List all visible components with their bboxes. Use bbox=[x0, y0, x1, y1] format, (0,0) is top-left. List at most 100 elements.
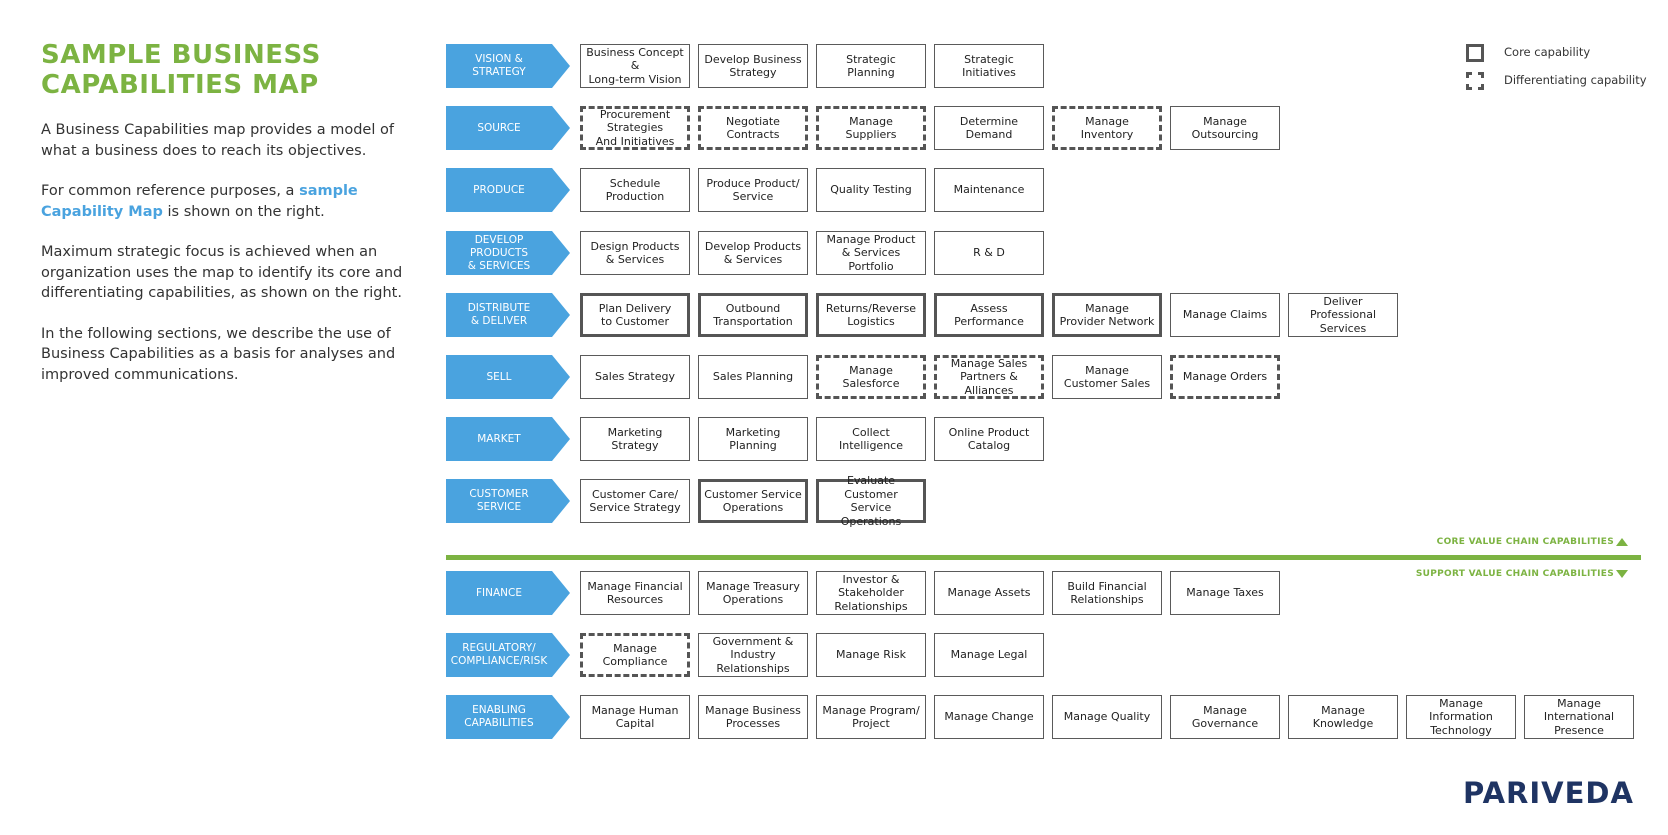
category-arrow: DEVELOP PRODUCTS& SERVICES bbox=[446, 231, 570, 275]
core-capability-icon bbox=[1466, 44, 1484, 62]
category-label: DEVELOP PRODUCTS& SERVICES bbox=[467, 233, 531, 272]
category-label: FINANCE bbox=[476, 586, 522, 599]
capability-box: Produce Product/Service bbox=[698, 168, 808, 212]
capability-box: Manage Legal bbox=[934, 633, 1044, 677]
capability-label: Manage Taxes bbox=[1186, 586, 1264, 600]
triangle-up-icon bbox=[1616, 538, 1628, 546]
core-value-chain-label: CORE VALUE CHAIN CAPABILITIES bbox=[1436, 537, 1614, 547]
capability-label: Maintenance bbox=[953, 183, 1025, 197]
capability-box: R & D bbox=[934, 231, 1044, 275]
differentiating-capability-icon bbox=[1466, 72, 1484, 90]
capability-label: Produce Product/Service bbox=[706, 176, 800, 204]
title-line-2: CAPABILITIES MAP bbox=[41, 70, 319, 100]
capability-box: Manage Orders bbox=[1170, 355, 1280, 399]
capability-label: Manage Claims bbox=[1182, 308, 1268, 322]
category-label: SOURCE bbox=[477, 121, 521, 134]
capability-box: Sales Planning bbox=[698, 355, 808, 399]
capability-box: Manage Quality bbox=[1052, 695, 1162, 739]
capability-label: Manage Legal bbox=[950, 648, 1028, 662]
capability-label: Manage Program/Project bbox=[822, 703, 920, 731]
intro-paragraph-3: Maximum strategic focus is achieved when… bbox=[41, 244, 403, 301]
category-arrow: MARKET bbox=[446, 417, 570, 461]
capability-label: Manage Orders bbox=[1182, 370, 1268, 384]
capability-box: Customer Care/Service Strategy bbox=[580, 479, 690, 523]
p2-before: For common reference purposes, a bbox=[41, 183, 300, 199]
title-line-1: SAMPLE BUSINESS bbox=[41, 40, 321, 70]
capability-box: Manage Taxes bbox=[1170, 571, 1280, 615]
category-label: PRODUCE bbox=[473, 183, 525, 196]
capability-box: Marketing Strategy bbox=[580, 417, 690, 461]
capability-box: Maintenance bbox=[934, 168, 1044, 212]
capability-label: Manage Assets bbox=[947, 586, 1031, 600]
capability-box: Manage Risk bbox=[816, 633, 926, 677]
category-arrow: PRODUCE bbox=[446, 168, 570, 212]
sample-capability-map-link[interactable]: sample Capability Map bbox=[41, 183, 358, 220]
pariveda-logo: PARIVEDA bbox=[1463, 776, 1634, 810]
category-arrow: VISION &STRATEGY bbox=[446, 44, 570, 88]
capability-box: Manage Assets bbox=[934, 571, 1044, 615]
intro-panel: SAMPLE BUSINESS CAPABILITIES MAP A Busin… bbox=[41, 40, 421, 405]
intro-paragraph-2: For common reference purposes, a sample … bbox=[41, 181, 421, 222]
capability-box: Manage Product& Services Portfolio bbox=[816, 231, 926, 275]
capability-box: Manage Claims bbox=[1170, 293, 1280, 337]
intro-paragraph-1: A Business Capabilities map provides a m… bbox=[41, 122, 394, 159]
capability-box: Develop Products& Services bbox=[698, 231, 808, 275]
capability-box: Manage Compliance bbox=[580, 633, 690, 677]
capability-box: Manage Change bbox=[934, 695, 1044, 739]
legend-differentiating-label: Differentiating capability bbox=[1504, 73, 1647, 87]
capability-box: Business Concept &Long-term Vision bbox=[580, 44, 690, 88]
